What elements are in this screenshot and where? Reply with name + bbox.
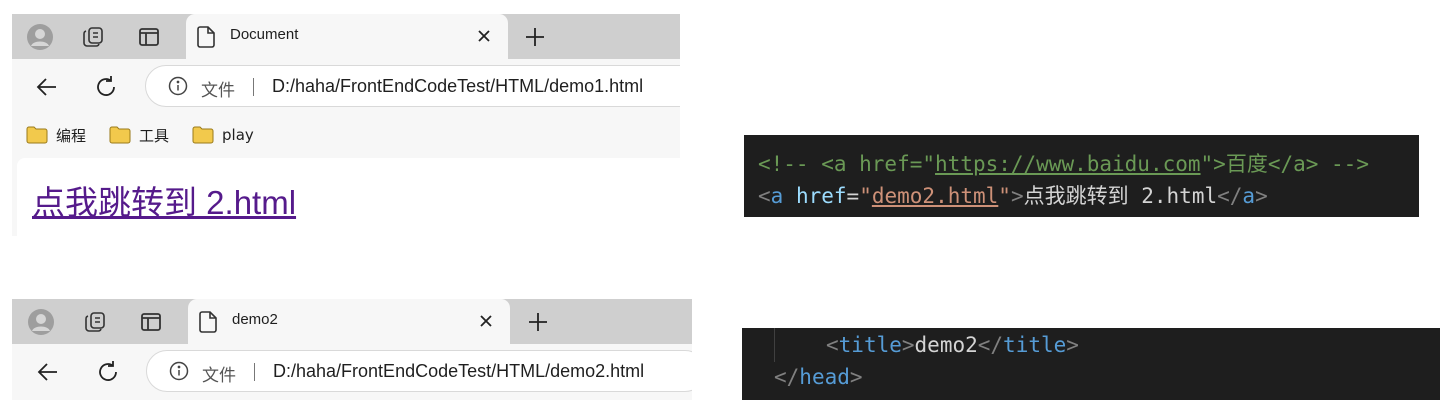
bookmark-label: play — [222, 126, 254, 144]
back-arrow-icon — [37, 363, 57, 381]
code-href-value: demo2.html — [871, 184, 999, 208]
info-icon[interactable] — [169, 361, 189, 381]
address-bar[interactable]: 文件 D:/haha/FrontEndCodeTest/HTML/demo2.h… — [146, 350, 692, 392]
back-arrow-icon — [36, 78, 56, 96]
tab-title: demo2 — [232, 311, 278, 328]
collections-icon[interactable] — [78, 22, 108, 52]
code-quote: " — [998, 184, 1011, 208]
folder-icon — [109, 126, 131, 144]
bookmark-label: 编程 — [56, 126, 87, 145]
address-url[interactable]: D:/haha/FrontEndCodeTest/HTML/demo1.html — [272, 76, 644, 96]
document-icon — [199, 311, 217, 333]
code-bracket: </ — [977, 333, 1004, 357]
code-tag: title — [1003, 333, 1067, 357]
back-button[interactable] — [33, 357, 63, 387]
new-tab-button[interactable] — [523, 307, 553, 337]
page-link-demo2[interactable]: 点我跳转到 2.html — [32, 184, 297, 221]
refresh-button[interactable] — [91, 72, 121, 102]
new-tab-button[interactable] — [520, 22, 550, 52]
info-icon[interactable] — [168, 76, 188, 96]
refresh-button[interactable] — [93, 357, 123, 387]
profile-avatar-icon[interactable] — [25, 22, 55, 52]
tab-title: Document — [230, 26, 299, 43]
bookmark-folder-2[interactable]: play — [192, 124, 254, 146]
bookmark-folder-0[interactable]: 编程 — [26, 124, 86, 146]
code-line-title: <title>demo2</title> — [826, 329, 1079, 361]
vertical-tabs-icon[interactable] — [134, 22, 164, 52]
address-bar[interactable]: 文件 D:/haha/FrontEndCodeTest/HTML/demo1.h… — [145, 65, 680, 107]
code-tag: a — [770, 184, 784, 208]
address-scheme-label: 文件 — [202, 366, 236, 386]
navigation-toolbar: 文件 D:/haha/FrontEndCodeTest/HTML/demo2.h… — [12, 344, 692, 398]
code-tag: title — [838, 333, 902, 357]
code-equals: = — [846, 184, 860, 208]
browser-window-demo2: demo2 文件 D:/haha/FrontEndCodeTest/HTML/d… — [12, 299, 692, 400]
code-comment-close: ">百度</a> --> — [1200, 152, 1369, 176]
code-bracket: < — [758, 184, 771, 208]
address-separator — [254, 363, 255, 381]
folder-icon — [192, 126, 214, 144]
tab-demo2[interactable]: demo2 — [188, 299, 510, 344]
close-icon[interactable] — [477, 312, 495, 330]
refresh-icon — [99, 361, 117, 381]
page-content: 点我跳转到 2.html — [17, 158, 680, 236]
code-tag: head — [799, 365, 850, 389]
code-comment-open: <!-- <a href=" — [758, 152, 936, 176]
code-bracket: </ — [774, 365, 800, 389]
close-icon[interactable] — [475, 27, 493, 45]
folder-icon — [26, 126, 48, 144]
code-attr: href — [795, 184, 847, 208]
code-line-2: <a href="demo2.html">点我跳转到 2.html</a> — [758, 180, 1419, 212]
document-icon — [197, 26, 215, 48]
code-title-text: demo2 — [914, 333, 978, 357]
browser-window-demo1: Document 文件 D:/haha/FrontEndCodeTest/HTM… — [12, 14, 680, 236]
bookmark-folder-1[interactable]: 工具 — [109, 124, 169, 146]
code-bracket: < — [826, 333, 839, 357]
address-url[interactable]: D:/haha/FrontEndCodeTest/HTML/demo2.html — [273, 361, 645, 381]
plus-icon — [526, 28, 544, 46]
code-bracket: > — [1066, 333, 1079, 357]
address-separator — [253, 78, 254, 96]
vertical-tabs-icon[interactable] — [136, 307, 166, 337]
code-bracket: > — [1010, 184, 1024, 208]
code-comment-url: https://www.baidu.com — [935, 152, 1201, 176]
code-bracket: > — [849, 365, 863, 389]
bookmark-label: 工具 — [139, 126, 170, 145]
refresh-icon — [97, 76, 115, 96]
code-quote: " — [859, 184, 872, 208]
code-editor-snippet-1: <!-- <a href="https://www.baidu.com">百度<… — [744, 135, 1419, 217]
bookmarks-bar: 编程 工具 play — [12, 113, 680, 157]
indent-guide — [774, 328, 775, 362]
address-scheme-label: 文件 — [201, 81, 235, 101]
code-link-text: 点我跳转到 2.html — [1023, 184, 1218, 208]
code-editor-snippet-2: <title>demo2</title> </head> — [742, 328, 1440, 400]
collections-icon[interactable] — [80, 307, 110, 337]
code-tag: a — [1242, 184, 1256, 208]
back-button[interactable] — [32, 72, 62, 102]
tab-document[interactable]: Document — [186, 14, 508, 59]
code-line-head-close: </head> — [774, 361, 863, 393]
code-bracket: > — [901, 333, 915, 357]
code-bracket: > — [1255, 184, 1268, 208]
tab-strip: Document — [12, 14, 680, 59]
code-bracket: </ — [1217, 184, 1243, 208]
plus-icon — [529, 313, 547, 331]
profile-avatar-icon[interactable] — [26, 307, 56, 337]
navigation-toolbar: 文件 D:/haha/FrontEndCodeTest/HTML/demo1.h… — [12, 59, 680, 113]
tab-strip: demo2 — [12, 299, 692, 344]
code-line-1: <!-- <a href="https://www.baidu.com">百度<… — [758, 148, 1419, 180]
